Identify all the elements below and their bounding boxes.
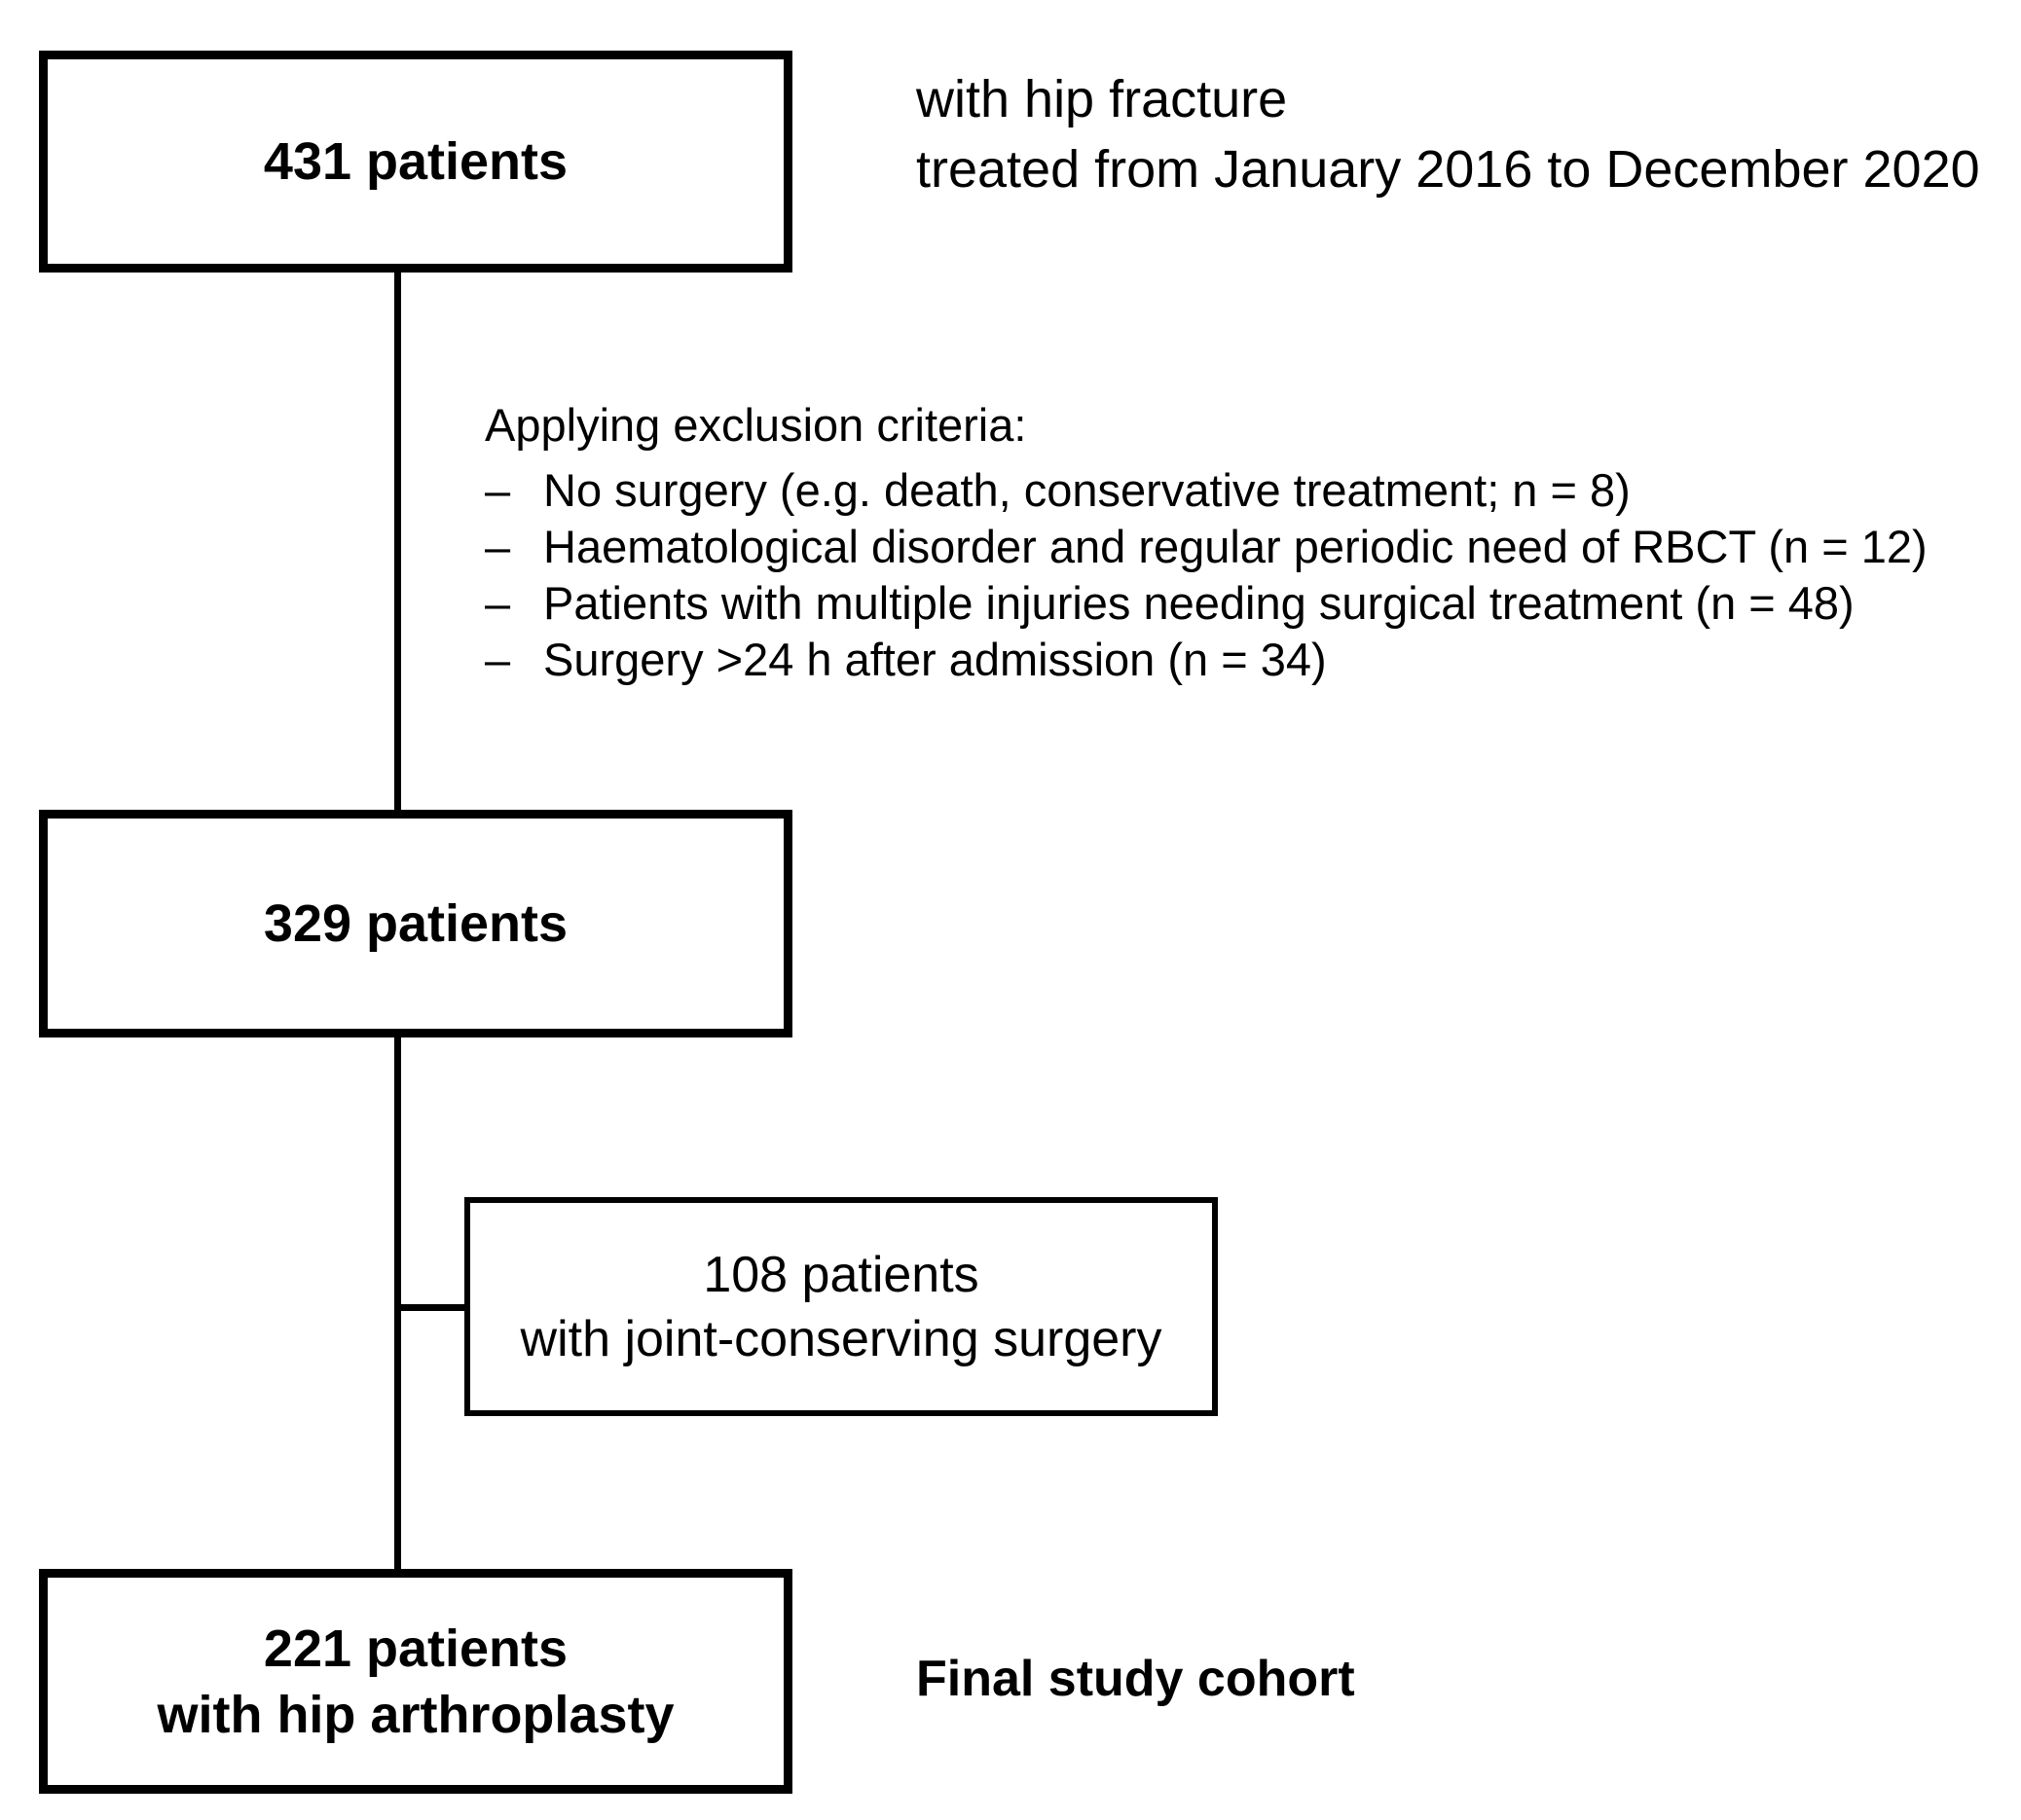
exclusion-item-3: – Patients with multiple injuries needin… bbox=[485, 575, 1928, 632]
dash-bullet: – bbox=[485, 577, 511, 629]
exclusion-item-4: – Surgery >24 h after admission (n = 34) bbox=[485, 632, 1928, 688]
box-after-exclusion-label: 329 patients bbox=[263, 894, 569, 953]
exclusion-criteria-block: Applying exclusion criteria: – No surger… bbox=[485, 397, 1928, 688]
connector-line-box2-to-box4 bbox=[394, 1032, 401, 1573]
dash-bullet: – bbox=[485, 634, 511, 685]
cohort-description-note: with hip fracture treated from January 2… bbox=[916, 64, 1980, 204]
exclusion-item-4-text: Surgery >24 h after admission (n = 34) bbox=[543, 634, 1327, 685]
box-joint-conserving-line1: 108 patients bbox=[703, 1246, 979, 1303]
branch-connector-to-box3 bbox=[394, 1304, 470, 1311]
box-joint-conserving-line2: with joint-conserving surgery bbox=[520, 1310, 1162, 1367]
final-study-cohort-label: Final study cohort bbox=[916, 1651, 1355, 1707]
exclusion-item-2-text: Haematological disorder and regular peri… bbox=[543, 521, 1928, 572]
exclusion-item-1: – No surgery (e.g. death, conservative t… bbox=[485, 462, 1928, 519]
exclusion-item-3-text: Patients with multiple injuries needing … bbox=[543, 577, 1855, 629]
box-final-cohort-line1: 221 patients bbox=[263, 1619, 569, 1678]
box-joint-conserving: 108 patients with joint-conserving surge… bbox=[464, 1197, 1218, 1416]
cohort-description-line2: treated from January 2016 to December 20… bbox=[916, 140, 1980, 199]
exclusion-item-1-text: No surgery (e.g. death, conservative tre… bbox=[543, 464, 1631, 516]
box-final-cohort: 221 patients with hip arthroplasty bbox=[39, 1569, 792, 1794]
exclusion-heading: Applying exclusion criteria: bbox=[485, 399, 1027, 451]
box-initial-label: 431 patients bbox=[263, 132, 569, 191]
connector-line-box1-to-box2 bbox=[394, 269, 401, 816]
box-after-exclusion: 329 patients bbox=[39, 810, 792, 1037]
cohort-description-line1: with hip fracture bbox=[916, 70, 1288, 128]
box-final-cohort-line2: with hip arthroplasty bbox=[157, 1685, 675, 1744]
box-initial-patients: 431 patients bbox=[39, 51, 792, 273]
dash-bullet: – bbox=[485, 464, 511, 516]
dash-bullet: – bbox=[485, 521, 511, 572]
exclusion-item-2: – Haematological disorder and regular pe… bbox=[485, 519, 1928, 575]
